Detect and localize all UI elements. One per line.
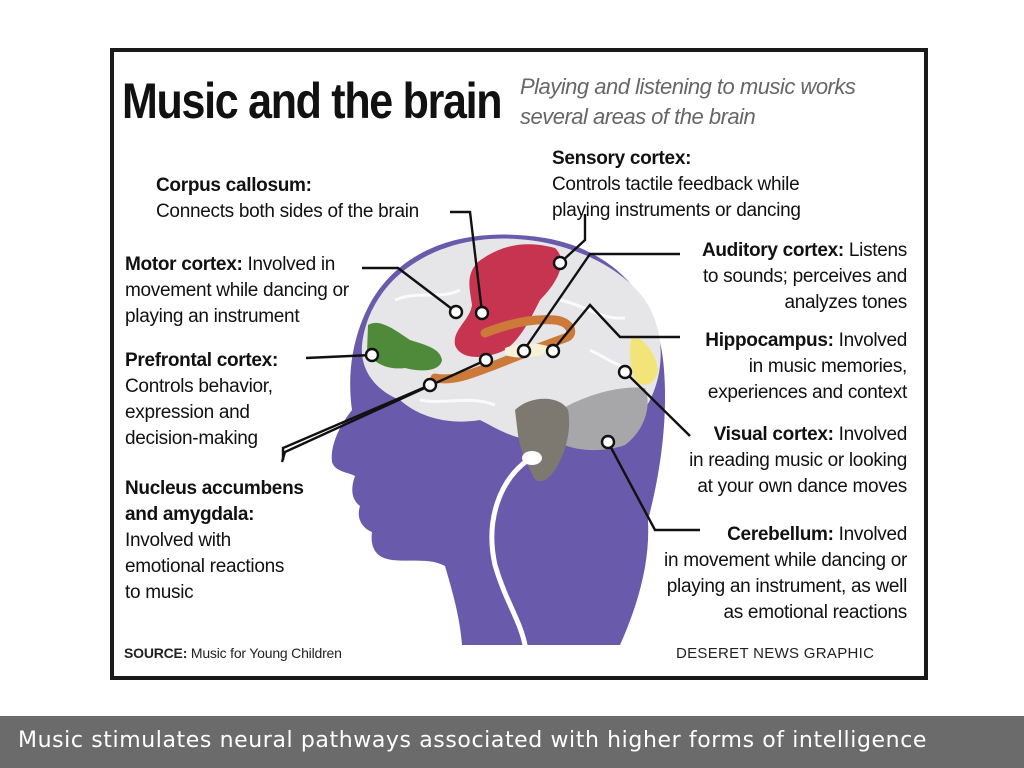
label-prefrontal-cortex: Prefrontal cortex: Controls behavior, ex… bbox=[125, 348, 278, 452]
visual-cortex-name: Visual cortex: bbox=[713, 424, 834, 445]
visual-cortex-desc-0: Involved bbox=[838, 424, 908, 445]
sensory-cortex-desc-1: Controls tactile feedback while bbox=[552, 174, 800, 195]
prefrontal-cortex-desc-2: expression and bbox=[125, 402, 250, 423]
caption-bar: Music stimulates neural pathways associa… bbox=[0, 716, 1024, 768]
motor-cortex-desc-0: Involved in bbox=[247, 254, 336, 275]
cerebellum-region bbox=[556, 387, 648, 451]
label-hippocampus: Hippocampus: Involved in music memories,… bbox=[705, 328, 907, 406]
auditory-cortex-desc-1: to sounds; perceives and bbox=[702, 266, 907, 287]
hippocampus-desc-1: in music memories, bbox=[748, 356, 908, 377]
corpus-callosum-desc: Connects both sides of the brain bbox=[156, 201, 419, 222]
visual-cortex-desc-2: at your own dance moves bbox=[697, 476, 907, 497]
hippocampus-desc-0: Involved bbox=[838, 330, 908, 351]
graphic-subtitle: Playing and listening to music works sev… bbox=[520, 74, 856, 129]
nucleus-accumbens-name-1: Nucleus accumbens bbox=[125, 478, 304, 499]
motor-cortex-desc-2: playing an instrument bbox=[125, 306, 300, 327]
label-cerebellum: Cerebellum: Involved in movement while d… bbox=[664, 522, 907, 626]
auditory-cortex-desc-0: Listens bbox=[848, 240, 907, 261]
source-label: SOURCE: bbox=[124, 645, 188, 661]
label-corpus-callosum: Corpus callosum: Connects both sides of … bbox=[156, 173, 419, 225]
hippocampus-name: Hippocampus: bbox=[705, 330, 834, 351]
label-nucleus-accumbens: Nucleus accumbens and amygdala: Involved… bbox=[125, 476, 304, 606]
visual-cortex-region bbox=[629, 335, 658, 385]
sensory-cortex-desc-2: playing instruments or dancing bbox=[552, 200, 801, 221]
cerebellum-desc-1: in movement while dancing or bbox=[664, 550, 907, 571]
auditory-cortex-desc-2: analyzes tones bbox=[784, 292, 907, 313]
label-visual-cortex: Visual cortex: Involved in reading music… bbox=[689, 422, 907, 500]
visual-cortex-desc-1: in reading music or looking bbox=[689, 450, 907, 471]
prefrontal-cortex-region bbox=[367, 322, 442, 371]
prefrontal-cortex-name: Prefrontal cortex: bbox=[125, 350, 278, 371]
label-auditory-cortex: Auditory cortex: Listens to sounds; perc… bbox=[702, 238, 907, 316]
prefrontal-cortex-desc-3: decision-making bbox=[125, 428, 258, 449]
nucleus-accumbens-desc-3: to music bbox=[125, 582, 194, 603]
auditory-cortex-name: Auditory cortex: bbox=[701, 240, 844, 261]
hippocampus-desc-2: experiences and context bbox=[707, 382, 907, 403]
cerebellum-name: Cerebellum: bbox=[727, 524, 834, 545]
label-motor-cortex: Motor cortex: Involved in movement while… bbox=[125, 252, 349, 330]
prefrontal-cortex-desc-1: Controls behavior, bbox=[125, 376, 273, 397]
limbic-pathway bbox=[430, 315, 576, 384]
nucleus-accumbens-desc-2: emotional reactions bbox=[125, 556, 285, 577]
graphic-title: Music and the brain bbox=[122, 73, 503, 129]
nucleus-accumbens-name-2: and amygdala: bbox=[125, 504, 255, 525]
source-text: Music for Young Children bbox=[190, 645, 342, 661]
earbud-cord bbox=[489, 457, 531, 648]
leader-lines bbox=[280, 210, 700, 532]
slide-caption: Music stimulates neural pathways associa… bbox=[18, 728, 928, 753]
sensory-cortex-region bbox=[454, 244, 562, 357]
corpus-callosum-name: Corpus callosum: bbox=[156, 175, 312, 196]
source-note: SOURCE: Music for Young Children bbox=[124, 645, 342, 661]
cerebellum-desc-2: playing an instrument, as well bbox=[666, 576, 908, 597]
motor-cortex-name: Motor cortex: bbox=[125, 254, 243, 275]
cerebellum-desc-0: Involved bbox=[838, 524, 908, 545]
sensory-cortex-name: Sensory cortex: bbox=[552, 148, 692, 169]
nucleus-accumbens-desc-1: Involved with bbox=[125, 530, 231, 551]
label-sensory-cortex: Sensory cortex: Controls tactile feedbac… bbox=[552, 146, 801, 224]
cerebellum-desc-3: as emotional reactions bbox=[723, 602, 907, 623]
marker-dots bbox=[364, 255, 633, 450]
motor-cortex-desc-1: movement while dancing or bbox=[125, 280, 349, 301]
earbud bbox=[522, 451, 542, 465]
graphic-credit: DESERET NEWS GRAPHIC bbox=[676, 645, 875, 662]
